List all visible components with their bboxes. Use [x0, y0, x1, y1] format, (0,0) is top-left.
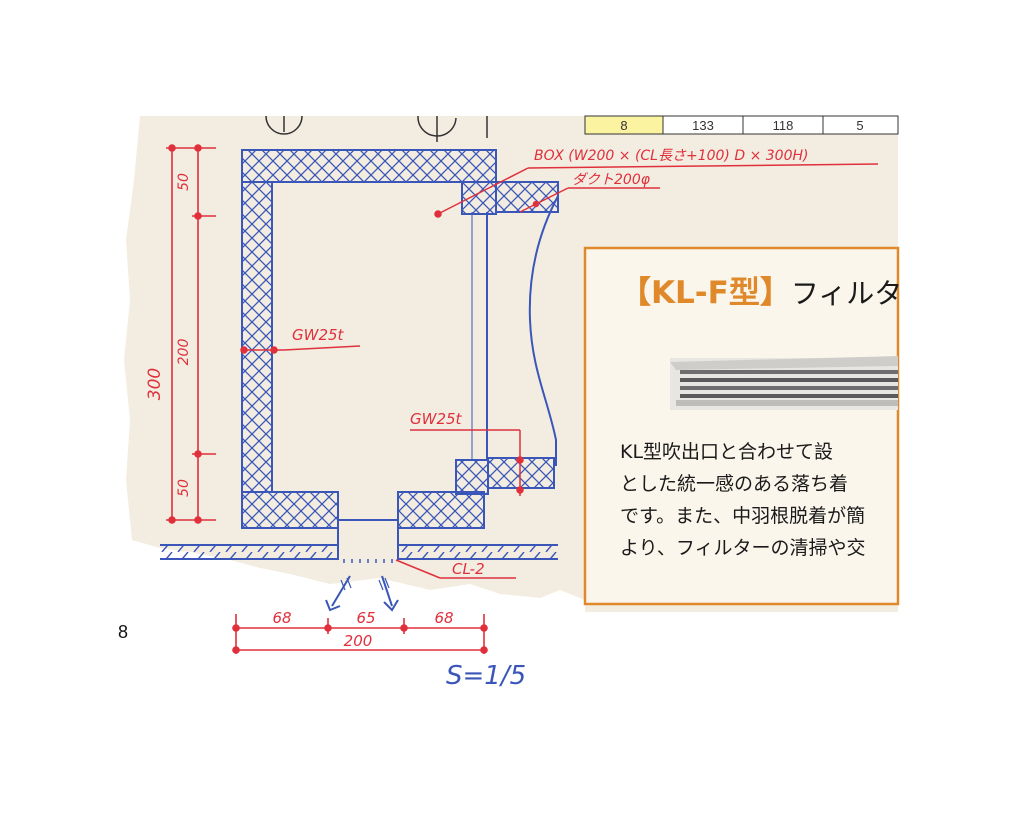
page-number: 8 [118, 622, 129, 642]
vertical-dimensions [166, 144, 216, 524]
horizontal-dimensions [232, 614, 488, 654]
dim-horizontal-middle: 65 [356, 609, 375, 627]
dim-horizontal-left: 68 [272, 609, 291, 627]
insulation-label-right: GW25t [410, 410, 463, 428]
insulated-box [241, 149, 559, 560]
table-cell-4: 5 [856, 118, 863, 133]
description-line-3: です。また、中羽根脱着が簡 [620, 505, 865, 527]
spec-table: 8 133 118 5 [584, 115, 899, 135]
description-line-4: より、フィルターの清掃や交 [620, 537, 865, 559]
table-cell-3: 118 [773, 118, 794, 133]
dim-vertical-bottom: 50 [176, 479, 192, 497]
insulation-label-left: GW25t [292, 326, 345, 344]
description-line-2: とした統一感のある落ち着 [620, 473, 848, 495]
ceiling-line [160, 544, 558, 563]
product-image-grille [670, 356, 898, 410]
grid-markers [265, 115, 488, 142]
table-cell-2: 133 [692, 118, 714, 133]
scale-note: S=1/5 [446, 661, 526, 691]
brochure-panel: 【KL-F型】フィルタ KL型吹出口と合わせて設 とした統一感のある落ち着 です… [583, 246, 902, 606]
dim-vertical-top: 50 [176, 173, 192, 191]
description-line-1: KL型吹出口と合わせて設 [620, 441, 833, 463]
dim-horizontal-total: 200 [344, 632, 373, 650]
table-cell-1: 8 [620, 118, 627, 133]
airflow-arrows [325, 575, 399, 612]
duct-note: ダクト200φ [572, 172, 651, 188]
dim-vertical-middle: 200 [176, 339, 192, 366]
leader-lines [240, 163, 879, 579]
box-spec-note: BOX (W200 × (CL長さ+100) D × 300H) [534, 148, 808, 164]
product-title: 【KL-F型】フィルタ [620, 275, 902, 311]
dim-vertical-total: 300 [145, 368, 165, 400]
dim-horizontal-right: 68 [434, 609, 453, 627]
grille-label: CL-2 [452, 560, 485, 578]
